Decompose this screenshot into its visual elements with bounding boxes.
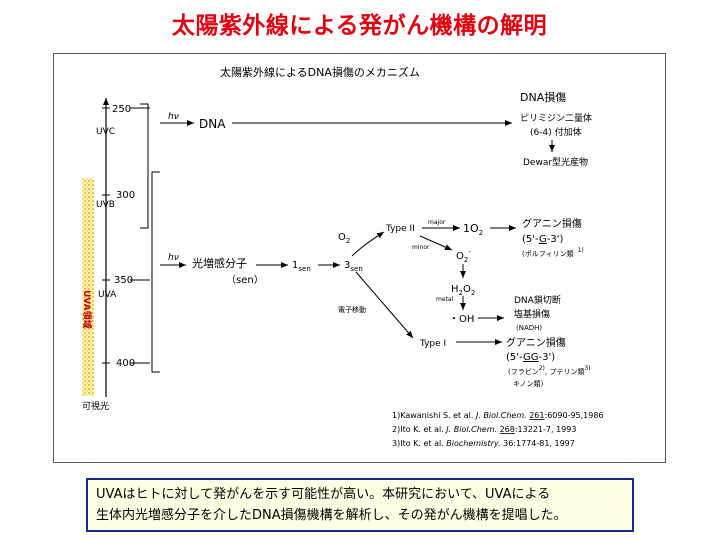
reference-3: 3)Ito K. et al. Biochemistry. 36:1774-81…	[392, 439, 575, 448]
quinone-note: キノン類)	[513, 379, 544, 388]
hydrogen-peroxide: H2O2	[451, 284, 475, 297]
uva-band	[82, 178, 94, 396]
electron-transfer-label: 電子移動	[338, 305, 366, 314]
nadh-note: (NADH)	[516, 324, 542, 332]
visible-light-label: 可視光	[82, 400, 109, 412]
triplet-sen: 3sen	[344, 260, 363, 273]
guanine-seq-2: (5'-GG-3')	[506, 352, 555, 363]
diagram-frame	[53, 53, 666, 463]
hv-label-top: hν	[168, 112, 179, 122]
pyrimidine-dimer: ピリミジン二量体	[520, 112, 592, 124]
dna-strand-break: DNA鎖切断	[514, 294, 561, 306]
summary-line-1: UVAはヒトに対して発がんを示す可能性が高い。本研究において、UVAによる	[96, 487, 551, 502]
minor-label: minor	[412, 244, 430, 251]
tick-350: 350	[114, 275, 133, 286]
uvb-uva-bracket	[151, 171, 160, 373]
metal-label: metal	[436, 296, 454, 303]
adduct-6-4: (6-4) 付加体	[530, 126, 582, 138]
tick-300: 300	[116, 190, 135, 201]
tick-400: 400	[116, 358, 135, 369]
tick-250: 250	[112, 104, 131, 115]
type2-arrow	[351, 231, 385, 257]
hv-label-bottom: hν	[168, 253, 179, 263]
summary-line-2: 生体内光増感分子を介したDNA損傷機構を解析し、その発がん機構を提唱した。	[96, 508, 567, 523]
type2-label: Type II	[385, 224, 415, 234]
type1-arrow	[355, 271, 414, 339]
guanine-seq-1: (5'-G-3')	[522, 234, 563, 245]
uvc-uvb-bracket	[140, 103, 149, 229]
type1-label: Type I	[419, 339, 446, 349]
flavin-note: (フラビン2), プテリン類3)	[508, 365, 591, 376]
hydroxyl-radical: ・OH	[449, 314, 474, 325]
oxygen: O2	[338, 232, 350, 245]
major-label: major	[428, 219, 446, 226]
axis-ticks	[102, 107, 150, 364]
base-damage: 塩基損傷	[514, 308, 550, 320]
references: 1)Kawanishi S. et al. J. Biol.Chem. 261:…	[392, 411, 604, 448]
superoxide: O2-	[456, 248, 471, 264]
uvb-label: UVB	[96, 200, 115, 210]
reference-2: 2)Ito K. et al. J. Biol.Chem. 268:13221-…	[392, 425, 576, 434]
summary-box: UVAはヒトに対して発がんを示す可能性が高い。本研究において、UVAによる 生体…	[86, 478, 634, 532]
dna-damage-header: DNA損傷	[520, 90, 566, 104]
dewar-product: Dewar型光産物	[523, 156, 588, 168]
guanine-damage-2: グアニン損傷	[506, 336, 566, 349]
dna-node: DNA	[199, 117, 226, 131]
guanine-damage-1: グアニン損傷	[522, 217, 582, 230]
sen-label: （sen）	[226, 274, 264, 286]
singlet-oxygen: 1O2	[463, 222, 483, 237]
photosensitizer: 光増感分子	[192, 256, 247, 270]
page-title: 太陽紫外線による発がん機構の解明	[171, 13, 548, 39]
uvc-label: UVC	[96, 127, 115, 137]
minor-arrow	[419, 235, 453, 251]
uva-label: UVA	[98, 290, 117, 300]
singlet-sen: 1sen	[292, 260, 311, 273]
uva-band-label: UVA領域	[81, 290, 93, 329]
diagram-heading: 太陽紫外線によるDNA損傷のメカニズム	[220, 65, 420, 79]
reference-1: 1)Kawanishi S. et al. J. Biol.Chem. 261:…	[392, 411, 604, 420]
